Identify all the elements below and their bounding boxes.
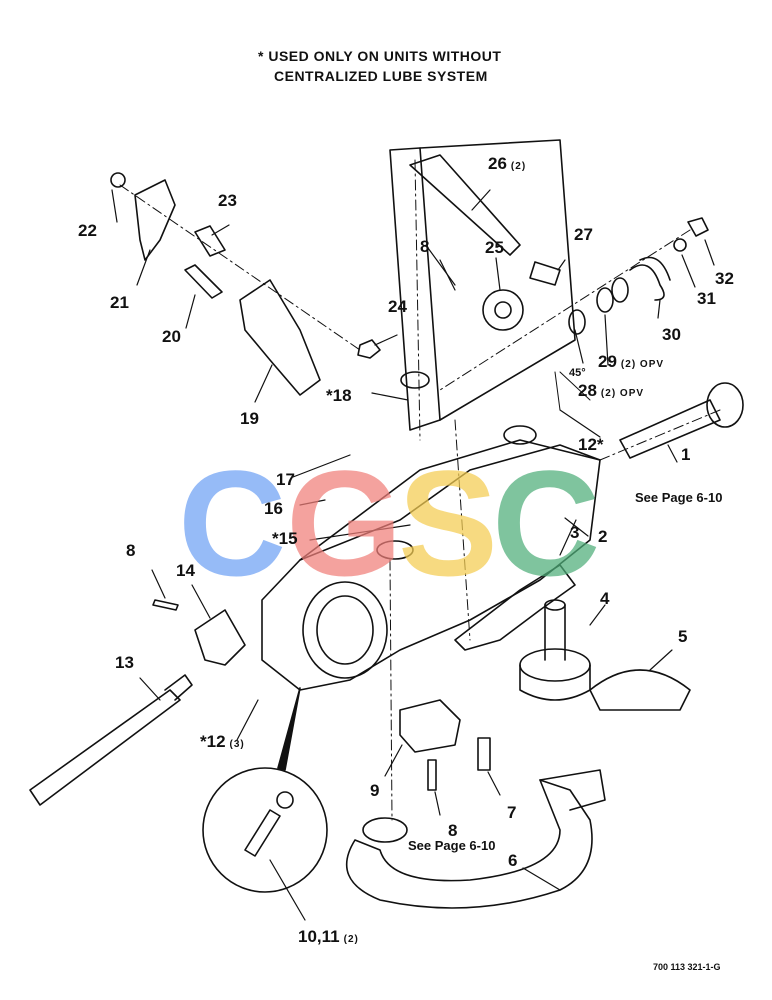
- callout-5: 5: [678, 627, 688, 646]
- angle-label: 45°: [569, 367, 586, 379]
- watermark-letter-1: C: [178, 439, 287, 607]
- callout-14: 14: [176, 561, 195, 580]
- callout-8-top: 8: [420, 237, 430, 256]
- housing-upper-arm: [419, 139, 576, 421]
- callout-12-qty3: *12(3): [200, 733, 245, 750]
- callout-8-bottom: 8: [448, 821, 458, 840]
- callout-31: 31: [697, 289, 716, 308]
- figure-id: 700 113 321-1-G: [653, 962, 721, 972]
- shim-5: [589, 669, 691, 711]
- note-line-2: CENTRALIZED LUBE SYSTEM: [274, 68, 488, 84]
- callout-27: 27: [574, 225, 593, 244]
- watermark-letter-3: S: [398, 439, 499, 607]
- plate-21: [134, 179, 176, 261]
- callout-28-qty: (2) OPV: [600, 388, 645, 399]
- callout-28: 28(2) OPV: [578, 382, 644, 399]
- callout-2: 2: [598, 527, 608, 546]
- detail-circle: [202, 767, 328, 893]
- callout-25: 25: [485, 238, 504, 257]
- washer-31: [673, 238, 687, 252]
- callout-29-qty: (2) OPV: [620, 359, 665, 370]
- plate-3: [454, 564, 576, 651]
- note-line-1: * USED ONLY ON UNITS WITHOUT: [258, 48, 502, 64]
- callout-20: 20: [162, 327, 181, 346]
- callout-17: 17: [276, 470, 295, 489]
- callout-30: 30: [662, 325, 681, 344]
- bolt-7: [477, 737, 491, 771]
- nut-22: [110, 172, 126, 188]
- stud-23: [194, 225, 226, 257]
- callout-26-qty: (2): [510, 161, 527, 172]
- callout-26: 26(2): [488, 155, 526, 172]
- watermark-letter-4: C: [492, 439, 601, 607]
- bracket-19: [239, 279, 321, 396]
- callout-13: 13: [115, 653, 134, 672]
- callout-7: 7: [507, 803, 517, 822]
- nut-32: [687, 217, 709, 237]
- callout-1: 1: [681, 445, 691, 464]
- washer-28: [568, 309, 586, 335]
- callout-8-bottom-ref: See Page 6-10: [408, 838, 496, 853]
- callout-6: 6: [508, 851, 518, 870]
- tube-13: [29, 689, 181, 806]
- callout-23: 23: [218, 191, 237, 210]
- callout-21: 21: [110, 293, 129, 312]
- detail-pointer: [277, 687, 301, 771]
- bolt-27: [529, 261, 561, 286]
- block-14: [194, 609, 246, 666]
- callout-18: *18: [326, 386, 352, 405]
- callout-24: 24: [388, 297, 407, 316]
- callout-10-11: 10,11(2): [298, 928, 359, 945]
- callout-1-ref: See Page 6-10: [635, 490, 723, 505]
- callout-10-11-number: 10,11: [298, 927, 340, 946]
- pin-20: [184, 264, 223, 299]
- callout-12-number: *12: [200, 732, 226, 751]
- shaft-1: [619, 399, 721, 459]
- housing-top-plate: [299, 444, 601, 561]
- callout-10-11-qty: (2): [343, 934, 359, 945]
- callout-4: 4: [600, 589, 610, 608]
- wedge-26: [409, 154, 521, 256]
- pivot-base-4: [519, 648, 591, 682]
- spring-30: [629, 256, 671, 301]
- callout-3: 3: [570, 523, 580, 542]
- callout-19: 19: [240, 409, 259, 428]
- callout-16: 16: [264, 499, 283, 518]
- nut-24: [357, 339, 381, 359]
- block-9: [399, 699, 461, 753]
- callout-22: 22: [78, 221, 97, 240]
- callout-29: 29(2) OPV: [598, 353, 664, 370]
- watermark-letter-2: G: [286, 439, 403, 607]
- callout-12-star: 12*: [578, 435, 604, 454]
- callout-28-number: 28: [578, 381, 597, 400]
- washer-29: [596, 287, 614, 313]
- gear-25: [482, 289, 524, 331]
- callout-15: *15: [272, 529, 298, 548]
- callout-12-qty: (3): [229, 739, 245, 750]
- callout-9: 9: [370, 781, 380, 800]
- bore-ring: [302, 581, 388, 679]
- callout-29-number: 29: [598, 352, 617, 371]
- callout-26-number: 26: [488, 154, 507, 173]
- callout-8-left: 8: [126, 541, 136, 560]
- yoke-6: [345, 779, 593, 909]
- callout-32: 32: [715, 269, 734, 288]
